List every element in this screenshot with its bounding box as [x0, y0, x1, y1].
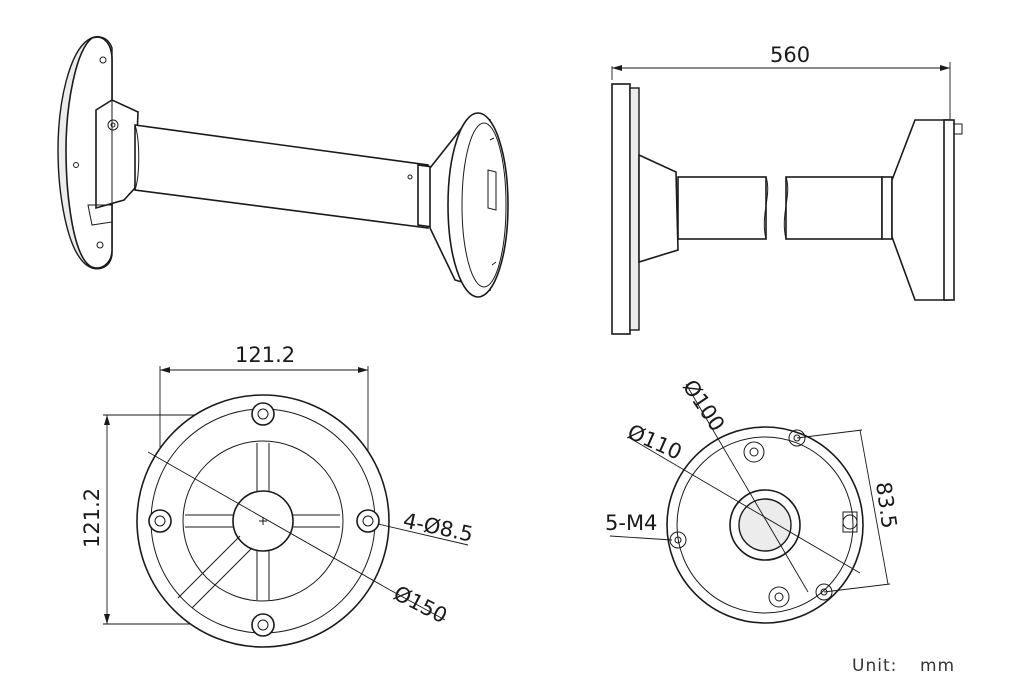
bracket-isometric-view	[57, 36, 509, 298]
top-plate-view	[609, 383, 891, 624]
unit-label: Unit:	[852, 656, 897, 676]
dim-label-base-holes: 4-Ø8.5	[401, 508, 475, 546]
bracket-side-view	[611, 62, 963, 335]
dim-label-top-d110: Ø110	[624, 420, 685, 465]
dim-label-top-d100: Ø100	[678, 375, 730, 435]
dim-label-560: 560	[770, 43, 810, 67]
dim-label-base-diameter: Ø150	[390, 581, 451, 628]
base-plate-view	[103, 366, 469, 648]
dim-label-top-spacing: 83.5	[871, 480, 901, 530]
dim-label-base-height: 121.2	[80, 488, 104, 548]
unit-value: mm	[920, 656, 955, 676]
dim-label-base-width: 121.2	[235, 343, 295, 367]
dim-label-top-screws: 5-M4	[605, 511, 657, 535]
